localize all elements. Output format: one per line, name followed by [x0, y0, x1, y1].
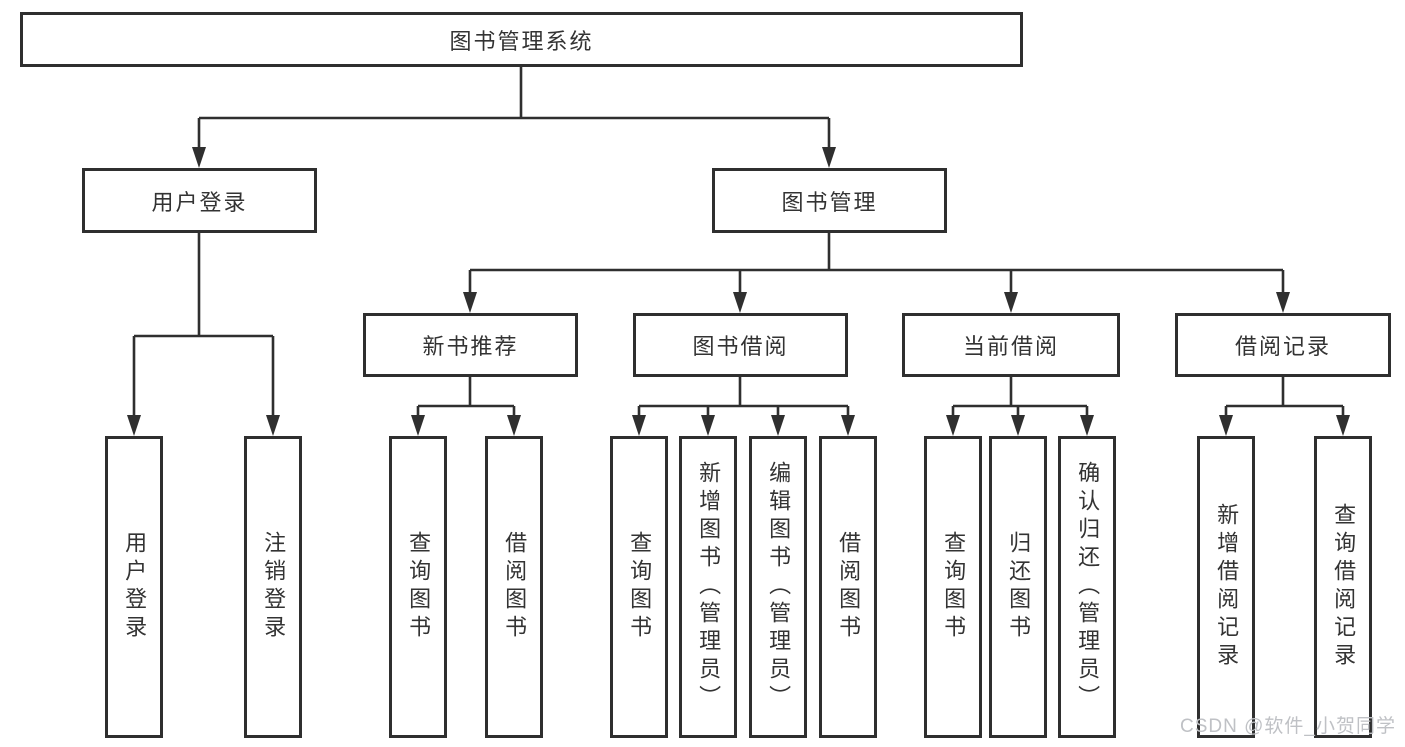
node-label: 确认归还（管理员）: [1075, 461, 1101, 713]
leaf-logout: 注销登录: [244, 436, 302, 738]
connector-mgmt-group: [468, 233, 1285, 293]
connector-borrow-group: [637, 377, 850, 416]
node-user-login: 用户登录: [82, 168, 317, 233]
leaf-borrow-books-recommend: 借阅图书: [485, 436, 543, 738]
node-label: 借阅记录: [1234, 334, 1331, 359]
node-label: 当前借阅: [962, 334, 1059, 359]
node-label: 图书管理: [781, 189, 878, 215]
node-book-management: 图书管理: [712, 168, 947, 233]
leaf-user-login: 用户登录: [105, 436, 163, 738]
leaf-edit-book-admin: 编辑图书（管理员）: [749, 436, 807, 738]
leaf-add-borrow-record: 新增借阅记录: [1197, 436, 1255, 738]
node-label: 图书管理系统: [449, 28, 594, 54]
leaf-query-borrow-record: 查询借阅记录: [1314, 436, 1372, 738]
node-label: 新书推荐: [422, 334, 519, 359]
node-borrow-records: 借阅记录: [1175, 313, 1391, 377]
node-label: 用户登录: [151, 189, 248, 215]
node-current-borrow: 当前借阅: [902, 313, 1120, 377]
node-book-borrow: 图书借阅: [633, 313, 848, 377]
node-label: 图书借阅: [692, 334, 789, 359]
node-label: 用户登录: [122, 531, 148, 643]
leaf-confirm-return-admin: 确认归还（管理员）: [1058, 436, 1116, 738]
leaf-add-book-admin: 新增图书（管理员）: [679, 436, 737, 738]
connector-rec-group: [416, 377, 516, 416]
node-label: 新增借阅记录: [1214, 503, 1240, 671]
node-library-system: 图书管理系统: [20, 12, 1023, 67]
node-label: 借阅图书: [836, 531, 862, 643]
node-label: 编辑图书（管理员）: [766, 461, 792, 713]
node-label: 归还图书: [1006, 531, 1032, 643]
node-label: 新增图书（管理员）: [696, 461, 722, 713]
leaf-return-book: 归还图书: [989, 436, 1047, 738]
leaf-borrow-books: 借阅图书: [819, 436, 877, 738]
connector-records-group: [1224, 377, 1345, 416]
connector-login-group: [132, 233, 275, 416]
node-label: 借阅图书: [502, 531, 528, 643]
connector-root: [197, 67, 831, 148]
csdn-watermark: CSDN @软件_小贺同学: [1180, 716, 1396, 737]
leaf-query-books-recommend: 查询图书: [389, 436, 447, 738]
node-label: 查询借阅记录: [1331, 503, 1357, 671]
leaf-query-books-borrow: 查询图书: [610, 436, 668, 738]
node-label: 注销登录: [261, 531, 287, 643]
node-label: 查询图书: [406, 531, 432, 643]
leaf-query-books-current: 查询图书: [924, 436, 982, 738]
node-label: 查询图书: [627, 531, 653, 643]
node-new-book-recommend: 新书推荐: [363, 313, 578, 377]
connector-current-group: [951, 377, 1089, 416]
node-label: 查询图书: [941, 531, 967, 643]
